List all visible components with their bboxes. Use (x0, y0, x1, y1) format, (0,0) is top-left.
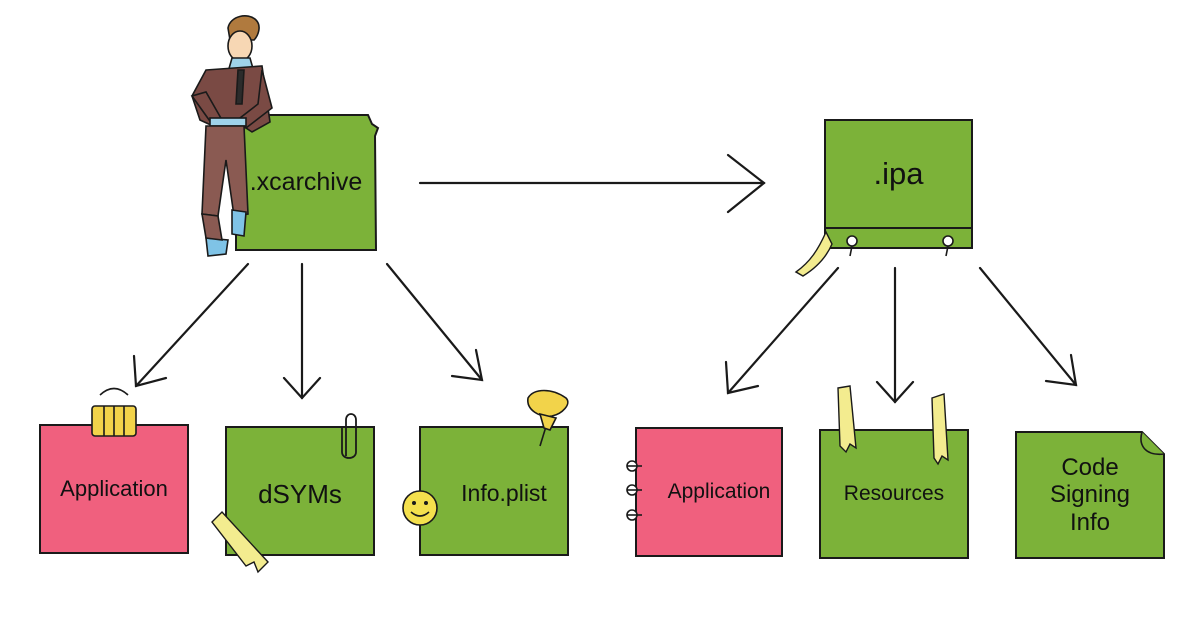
xcarchive-label: .xcarchive (249, 168, 363, 197)
note-application-left (39, 387, 189, 554)
ring-icon (846, 235, 954, 257)
note-infoplist (402, 389, 569, 556)
push-pin-icon (527, 389, 569, 447)
arrow-to-application-left (132, 262, 250, 388)
xcarchive-to-ipa-arrow (418, 153, 766, 214)
spiral-rings-icon (626, 460, 642, 521)
arrow-to-resources (875, 266, 915, 404)
application-left-label: Application (60, 476, 168, 502)
resources-label-box: Resources (820, 430, 968, 558)
arrows-ipa (724, 266, 1078, 404)
note-dsyms (211, 413, 375, 574)
person-illustration (190, 15, 273, 257)
tape-icon (794, 230, 833, 277)
note-application-right (626, 427, 783, 557)
arrow-to-dsyms (282, 262, 322, 400)
binder-clip-icon (91, 387, 137, 437)
infoplist-label-box: Info.plist (430, 427, 578, 559)
infoplist-label: Info.plist (461, 479, 547, 506)
arrow-to-code-signing (978, 266, 1078, 387)
ipa-box (794, 119, 973, 277)
arrow-to-application-right (724, 266, 840, 395)
page-fold-icon (1140, 431, 1165, 456)
paper-clip-icon (341, 413, 357, 459)
code-signing-label-box: Code Signing Info (1016, 432, 1164, 558)
code-signing-label: Code Signing Info (1049, 453, 1131, 536)
ipa-label: .ipa (873, 156, 924, 192)
smiley-icon (402, 490, 438, 526)
application-right-label: Application (667, 479, 771, 503)
xcarchive-label-box: .xcarchive (236, 115, 376, 250)
dsyms-label: dSYMs (258, 479, 342, 510)
note-code-signing-info (1015, 431, 1165, 559)
note-resources (819, 385, 969, 559)
dsyms-label-box: dSYMs (226, 427, 374, 563)
application-right-label-box: Application (646, 428, 792, 556)
resources-label: Resources (843, 481, 945, 505)
arrows-xcarchive (132, 262, 484, 400)
ipa-label-box: .ipa (825, 120, 972, 228)
tape-icon (211, 510, 269, 574)
xcarchive-box (235, 114, 380, 251)
application-left-label-box: Application (40, 425, 188, 553)
tape-icon (931, 393, 949, 466)
tape-icon (837, 385, 857, 454)
arrow-to-infoplist (385, 262, 484, 382)
